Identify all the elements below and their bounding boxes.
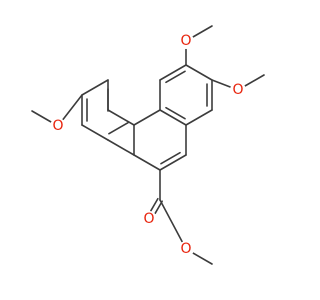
svg-text:O: O bbox=[232, 82, 243, 98]
atom-o-ester-single: O bbox=[178, 241, 194, 257]
bond-a3-a4 bbox=[185, 109, 213, 126]
inner-bond-b6-b1 bbox=[108, 121, 129, 135]
bond-carbonyl-2 bbox=[154, 200, 163, 215]
bond-c1-c2 bbox=[159, 154, 187, 171]
svg-text:O: O bbox=[180, 33, 191, 49]
molecule-structure: O O O O O bbox=[31, 25, 265, 265]
bond-cc-o5 bbox=[159, 199, 184, 243]
bond-a2-o2 bbox=[211, 79, 232, 88]
bond-b5-b6 bbox=[81, 124, 109, 141]
atom-o-methoxy-right: O bbox=[230, 82, 246, 98]
atom-o-ester-carbonyl: O bbox=[141, 211, 157, 227]
bond-me2-o2 bbox=[244, 74, 265, 87]
atom-o-methoxy-top: O bbox=[178, 33, 194, 49]
inner-bond-c1-c2 bbox=[160, 151, 181, 165]
inner-bond-a4-a5 bbox=[165, 106, 186, 120]
bond-b6-c3 bbox=[107, 139, 135, 156]
atom-label-layer: O O O O O bbox=[50, 33, 246, 257]
bond-a1-a2 bbox=[185, 64, 213, 81]
bond-b1-b2 bbox=[107, 109, 135, 126]
bond-carbonyl-1 bbox=[150, 197, 159, 212]
bond-me4-o5 bbox=[192, 252, 213, 265]
bond-c2-c3 bbox=[133, 154, 161, 171]
bond-me1-o1 bbox=[192, 25, 213, 38]
bond-b3-b4 bbox=[81, 79, 109, 96]
atom-o-methoxy-left: O bbox=[50, 118, 66, 134]
inner-bond-a6-a1 bbox=[165, 70, 186, 84]
svg-text:O: O bbox=[52, 118, 63, 134]
bond-b4-o3 bbox=[62, 94, 83, 121]
svg-text:O: O bbox=[180, 241, 191, 257]
bond-a6-a1 bbox=[159, 64, 187, 81]
svg-text:O: O bbox=[143, 211, 154, 227]
bond-b1-a5 bbox=[133, 109, 161, 126]
bond-layer bbox=[31, 25, 265, 265]
bond-a4-a5 bbox=[159, 109, 187, 126]
bond-me3-o3 bbox=[31, 110, 52, 123]
